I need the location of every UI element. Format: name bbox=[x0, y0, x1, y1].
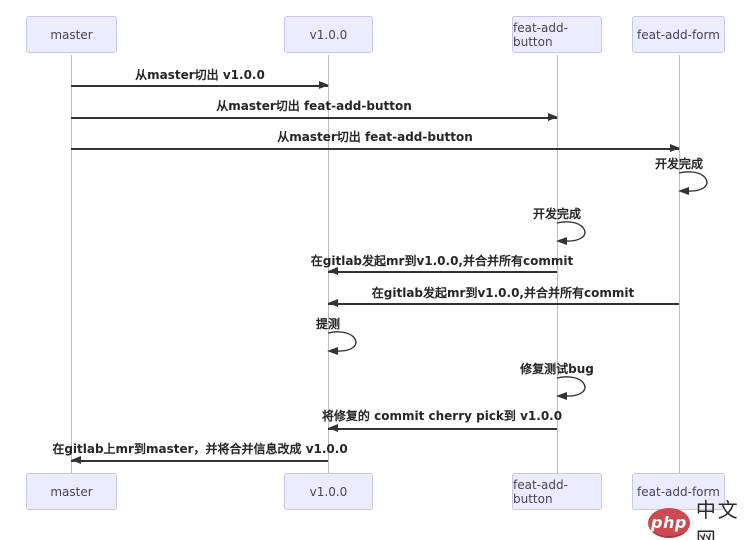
self-loop-icon bbox=[327, 331, 357, 355]
actor-label: feat-add-form bbox=[637, 484, 720, 499]
message-arrow bbox=[328, 428, 557, 430]
actor-label: feat-add-button bbox=[513, 20, 568, 49]
actor-top-master: master bbox=[26, 16, 117, 53]
message-label: 从master切出 feat-add-button bbox=[216, 99, 412, 113]
php-logo-text: php bbox=[651, 512, 687, 532]
php-logo-icon: php bbox=[648, 508, 690, 538]
watermark-site-text: 中文网 bbox=[695, 498, 740, 540]
actor-label: v1.0.0 bbox=[309, 27, 348, 42]
watermark: php 中文网 bbox=[648, 494, 751, 540]
arrowhead-right-icon bbox=[319, 81, 329, 89]
self-message-label: 提测 bbox=[315, 317, 341, 331]
self-message-label: 开发完成 bbox=[654, 157, 704, 171]
message-arrow bbox=[328, 271, 557, 273]
lifeline-master bbox=[71, 55, 72, 473]
message-arrow bbox=[71, 148, 679, 150]
message-label: 从master切出 v1.0.0 bbox=[135, 68, 265, 82]
actor-label: master bbox=[50, 484, 93, 499]
actor-label: master bbox=[50, 27, 93, 42]
actor-label: feat-add-form bbox=[637, 27, 720, 42]
message-label: 从master切出 feat-add-button bbox=[277, 130, 473, 144]
arrowhead-left-icon bbox=[328, 267, 338, 275]
self-message-label: 修复测试bug bbox=[520, 362, 594, 376]
arrowhead-left-icon bbox=[328, 424, 338, 432]
actor-bottom-master: master bbox=[26, 473, 117, 510]
self-loop-icon bbox=[556, 221, 586, 245]
actor-bottom-feat-add-button: feat-add-button bbox=[512, 473, 602, 510]
arrowhead-right-icon bbox=[548, 113, 558, 121]
lifeline-feat-add-form bbox=[679, 55, 680, 473]
arrowhead-left-icon bbox=[328, 299, 338, 307]
actor-label: v1.0.0 bbox=[309, 484, 348, 499]
actor-bottom-feat-add-form: feat-add-form bbox=[632, 473, 725, 510]
message-label: 将修复的 commit cherry pick到 v1.0.0 bbox=[321, 409, 563, 423]
message-arrow bbox=[71, 460, 328, 462]
actor-top-v1.0.0: v1.0.0 bbox=[284, 16, 373, 53]
self-loop-icon bbox=[556, 376, 586, 400]
arrowhead-right-icon bbox=[670, 144, 680, 152]
self-loop-icon bbox=[678, 171, 708, 195]
actor-top-feat-add-form: feat-add-form bbox=[632, 16, 725, 53]
message-label: 在gitlab发起mr到v1.0.0,并合并所有commit bbox=[310, 254, 574, 268]
message-label: 在gitlab发起mr到v1.0.0,并合并所有commit bbox=[371, 286, 635, 300]
actor-bottom-v1.0.0: v1.0.0 bbox=[284, 473, 373, 510]
message-arrow bbox=[328, 303, 679, 305]
actor-label: feat-add-button bbox=[513, 477, 568, 506]
message-arrow bbox=[71, 117, 557, 119]
lifeline-v1.0.0 bbox=[328, 55, 329, 473]
message-arrow bbox=[71, 85, 328, 87]
self-message-label: 开发完成 bbox=[532, 207, 582, 221]
actor-top-feat-add-button: feat-add-button bbox=[512, 16, 602, 53]
message-label: 在gitlab上mr到master，并将合并信息改成 v1.0.0 bbox=[52, 442, 348, 456]
arrowhead-left-icon bbox=[71, 456, 81, 464]
lifeline-feat-add-button bbox=[557, 55, 558, 473]
